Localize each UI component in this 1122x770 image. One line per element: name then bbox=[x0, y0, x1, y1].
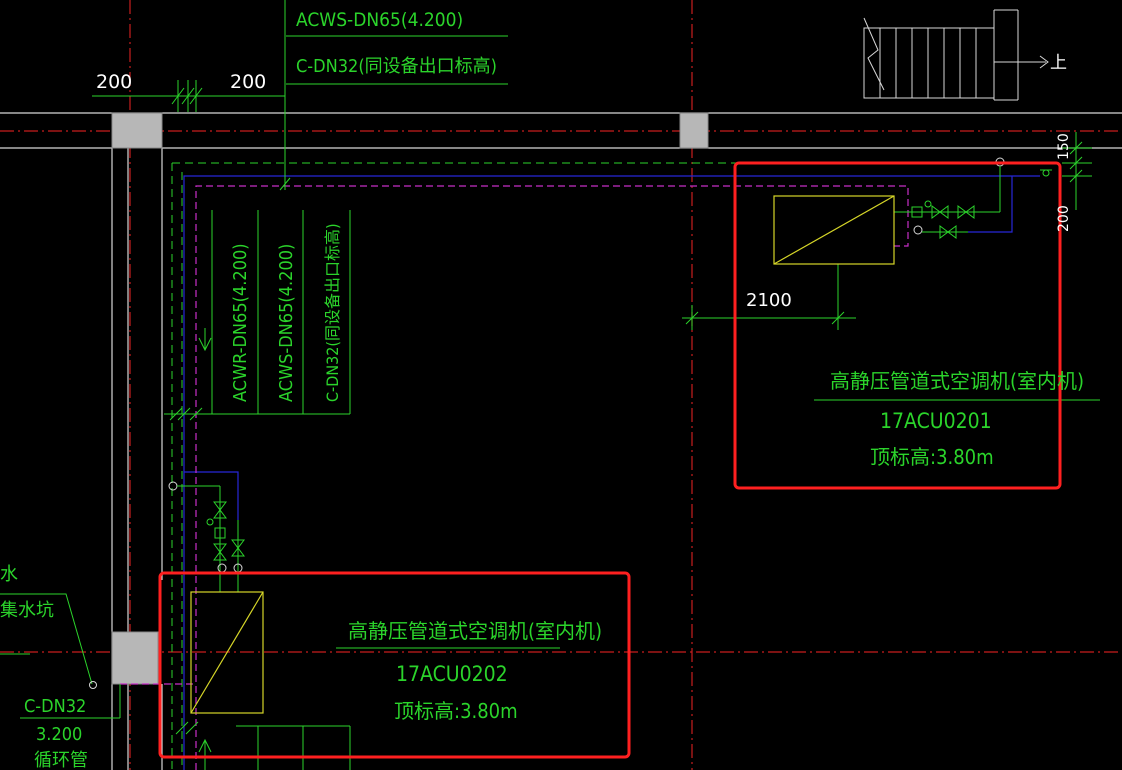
note-sump: 集水坑 bbox=[0, 600, 54, 621]
dim-200-right: 200 bbox=[230, 71, 266, 93]
columns bbox=[111, 112, 709, 685]
valve-assembly-bottom bbox=[168, 481, 245, 592]
unit-1-title: 高静压管道式空调机(室内机) bbox=[830, 369, 1084, 393]
highlight-box-unit-2 bbox=[158, 571, 631, 759]
duct-outline bbox=[171, 162, 1040, 770]
blue-pipe bbox=[183, 175, 1040, 770]
unit-1-tag: 17ACU0201 bbox=[880, 409, 992, 433]
note-circulation: 循环管 bbox=[34, 750, 88, 770]
pipe-label-vertical-acws: ACWS-DN65(4.200) bbox=[276, 244, 297, 402]
magenta-pipe bbox=[120, 185, 909, 770]
unit-1-elevation: 顶标高:3.80m bbox=[870, 445, 994, 469]
dim-150: 150 bbox=[1056, 133, 1072, 160]
dimension-lines bbox=[92, 0, 1100, 770]
pipe-label-vertical-acwr: ACWR-DN65(4.200) bbox=[230, 243, 251, 402]
note-drain-pipe: C-DN32 bbox=[24, 696, 86, 717]
stair-symbol bbox=[863, 9, 1049, 101]
ahu-unit-2 bbox=[190, 591, 264, 714]
stair-up-label: 上 bbox=[1050, 53, 1067, 73]
unit-2-elevation: 顶标高:3.80m bbox=[394, 699, 518, 723]
valve-assembly-top bbox=[894, 157, 1052, 239]
drain-leader bbox=[0, 593, 121, 719]
note-water: 水 bbox=[0, 564, 18, 585]
unit-2-title: 高静压管道式空调机(室内机) bbox=[348, 619, 602, 643]
unit-2-tag: 17ACU0202 bbox=[396, 662, 508, 686]
highlight-box-unit-1 bbox=[733, 161, 1062, 490]
note-drain-elevation: 3.200 bbox=[36, 724, 82, 745]
dim-200-left: 200 bbox=[96, 71, 132, 93]
pipe-label-acws: ACWS-DN65(4.200) bbox=[296, 9, 463, 31]
flow-arrows bbox=[198, 328, 212, 770]
pipe-label-condensate: C-DN32(同设备出口标高) bbox=[296, 56, 497, 77]
ahu-unit-1 bbox=[773, 195, 895, 265]
pipe-label-vertical-condensate: C-DN32(同设备出口标高) bbox=[323, 223, 342, 402]
dim-2100: 2100 bbox=[746, 290, 792, 311]
dim-200-vertical: 200 bbox=[1056, 205, 1072, 232]
